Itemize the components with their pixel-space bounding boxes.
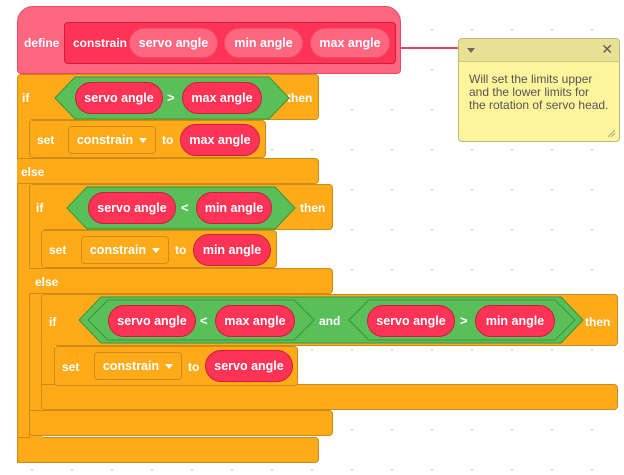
reporter-servo-angle[interactable]: servo angle [88, 192, 176, 224]
comment-text[interactable]: Will set the limits upper and the lower … [469, 72, 609, 112]
if-keyword: if [36, 201, 44, 215]
reporter-servo-angle[interactable]: servo angle [75, 82, 163, 114]
set-keyword: set [62, 360, 80, 374]
resize-handle-icon[interactable] [606, 128, 616, 138]
if-else-2-bottom [29, 410, 333, 436]
caret-down-icon [139, 137, 148, 143]
param-servo-angle[interactable]: servo angle [129, 28, 218, 58]
if-3-left-arm [41, 344, 55, 386]
set-keyword: set [49, 243, 67, 257]
param-min-angle[interactable]: min angle [224, 28, 303, 58]
to-keyword: to [175, 243, 187, 257]
reporter-max-angle[interactable]: max angle [180, 124, 260, 156]
if-else-1-bottom [17, 437, 319, 463]
close-icon[interactable]: ✕ [601, 41, 613, 57]
reporter-servo-angle[interactable]: servo angle [108, 305, 196, 337]
comment-connector [396, 47, 460, 49]
variable-name: constrain [76, 133, 134, 147]
custom-block-name: constrain [73, 36, 128, 50]
comment-header[interactable]: ✕ [459, 39, 619, 62]
and-keyword: and [319, 314, 341, 328]
set-keyword: set [37, 133, 55, 147]
comment-note[interactable]: ✕ Will set the limits upper and the lowe… [458, 38, 620, 142]
variable-name: constrain [102, 359, 160, 373]
if-keyword: if [22, 91, 30, 105]
reporter-min-angle[interactable]: min angle [196, 192, 272, 224]
reporter-servo-angle[interactable]: servo angle [205, 350, 293, 382]
variable-dropdown[interactable]: constrain [81, 236, 169, 264]
to-keyword: to [188, 360, 200, 374]
variable-dropdown[interactable]: constrain [94, 352, 182, 380]
then-keyword: then [287, 91, 313, 105]
reporter-max-angle[interactable]: max angle [182, 82, 262, 114]
less-than-operator: < [200, 313, 208, 328]
greater-than-operator: > [167, 90, 175, 105]
variable-name: constrain [89, 243, 147, 257]
then-keyword: then [300, 201, 326, 215]
less-than-operator: < [181, 200, 189, 215]
if-else-1-left-arm [17, 118, 31, 463]
if-3-bottom [41, 384, 618, 410]
reporter-min-angle[interactable]: min angle [193, 234, 271, 266]
param-max-angle[interactable]: max angle [310, 28, 390, 58]
to-keyword: to [162, 133, 174, 147]
else-bar-2: else [29, 268, 333, 294]
reporter-servo-angle[interactable]: servo angle [367, 305, 455, 337]
else-keyword: else [35, 275, 59, 289]
then-keyword: then [585, 315, 611, 329]
caret-down-icon [165, 363, 174, 369]
else-bar-1: else [17, 158, 319, 184]
reporter-max-angle[interactable]: max angle [215, 305, 295, 337]
reporter-min-angle[interactable]: min angle [475, 305, 555, 337]
else-keyword: else [21, 165, 45, 179]
collapse-caret-icon[interactable] [467, 48, 475, 53]
if-keyword: if [49, 315, 57, 329]
variable-dropdown[interactable]: constrain [68, 126, 156, 154]
greater-than-operator: > [460, 313, 468, 328]
define-keyword: define [24, 36, 60, 50]
caret-down-icon [152, 247, 161, 253]
